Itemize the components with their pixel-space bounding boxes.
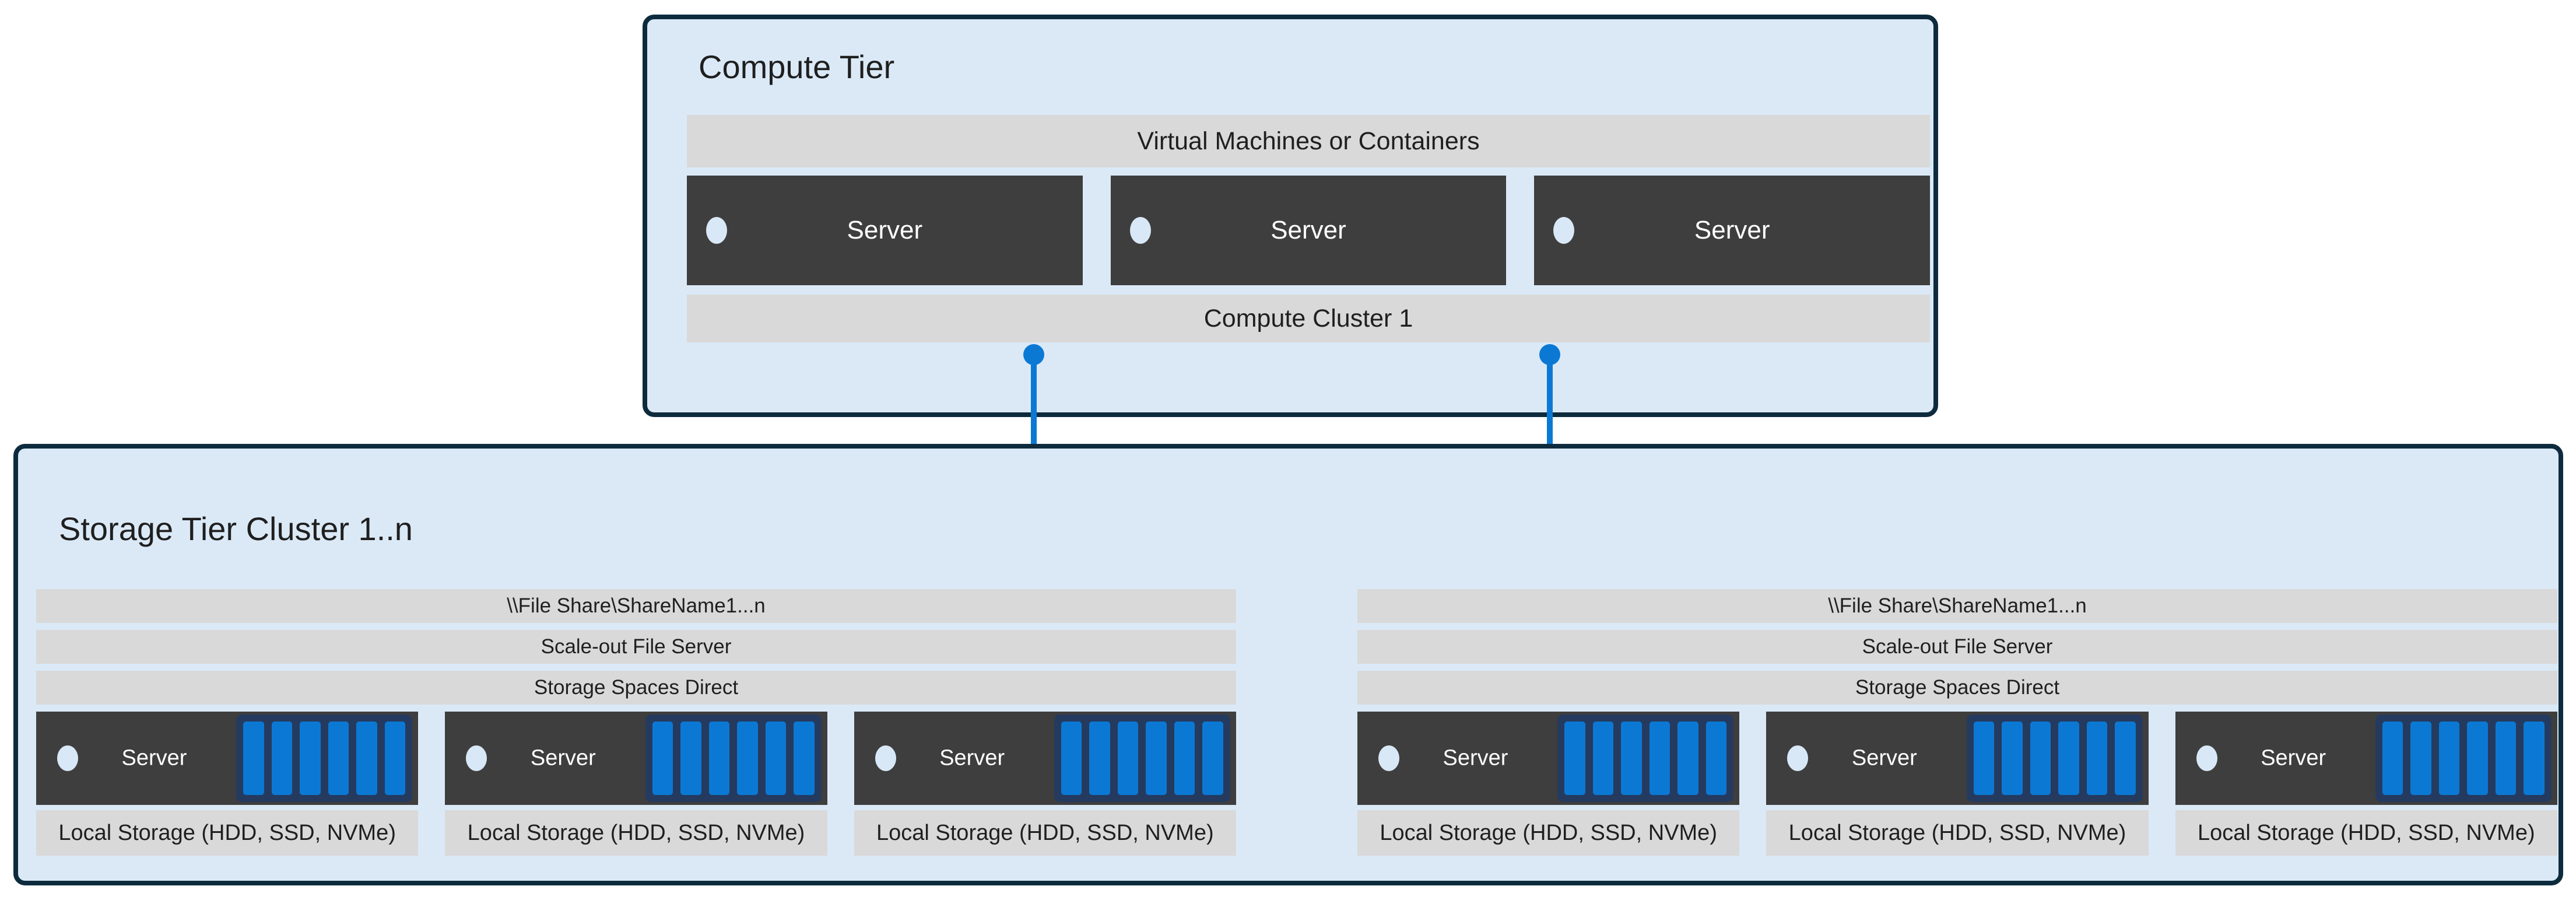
server-box: Server — [1110, 176, 1507, 285]
server-indicator-icon — [706, 217, 727, 244]
storage-cluster: \\File Share\ShareName1...n Scale-out Fi… — [36, 589, 1236, 860]
server-label: Server — [847, 216, 923, 244]
scale-out-file-server-bar-label: Scale-out File Server — [1862, 635, 2053, 658]
server-box: Server — [854, 712, 1236, 805]
storage-tier-title: Storage Tier Cluster 1..n — [59, 510, 413, 547]
disk-array-icon — [1966, 715, 2143, 802]
file-share-bar: \\File Share\ShareName1...n — [36, 589, 1236, 623]
file-share-bar-label: \\File Share\ShareName1...n — [1828, 594, 2087, 617]
virtual-machines-bar: Virtual Machines or Containers — [687, 115, 1930, 167]
server-indicator-icon — [1378, 745, 1399, 771]
scale-out-file-server-bar: Scale-out File Server — [1357, 630, 2557, 664]
server-box: Server — [1357, 712, 1740, 805]
storage-cluster: \\File Share\ShareName1...n Scale-out Fi… — [1357, 589, 2557, 860]
server-label: Server — [1851, 745, 1917, 771]
local-storage-bar: Local Storage (HDD, SSD, NVMe) — [1357, 810, 1740, 856]
storage-spaces-direct-bar: Storage Spaces Direct — [36, 671, 1236, 705]
server-box: Server — [687, 176, 1083, 285]
storage-server-row: Server Server Server — [36, 712, 1236, 805]
storage-server-row: Server Server Server — [1357, 712, 2557, 805]
server-box: Server — [1766, 712, 2149, 805]
server-label: Server — [1443, 745, 1508, 771]
storage-spaces-direct-bar-label: Storage Spaces Direct — [1855, 676, 2060, 699]
local-storage-bar: Local Storage (HDD, SSD, NVMe) — [445, 810, 827, 856]
connector-dot — [1539, 344, 1560, 365]
server-box: Server — [445, 712, 827, 805]
local-storage-bar: Local Storage (HDD, SSD, NVMe) — [854, 810, 1236, 856]
scale-out-file-server-bar-label: Scale-out File Server — [541, 635, 732, 658]
server-indicator-icon — [466, 745, 487, 771]
compute-tier-title: Compute Tier — [699, 48, 895, 85]
disk-array-icon — [645, 715, 822, 802]
server-indicator-icon — [57, 745, 78, 771]
compute-tier-panel: Compute Tier Virtual Machines or Contain… — [643, 15, 1938, 417]
server-label: Server — [939, 745, 1005, 771]
local-storage-bar: Local Storage (HDD, SSD, NVMe) — [1766, 810, 2149, 856]
server-indicator-icon — [1129, 217, 1151, 244]
server-label: Server — [1271, 216, 1346, 244]
disk-array-icon — [1054, 715, 1230, 802]
local-storage-bar: Local Storage (HDD, SSD, NVMe) — [36, 810, 419, 856]
scale-out-file-server-bar: Scale-out File Server — [36, 630, 1236, 664]
server-indicator-icon — [1553, 217, 1575, 244]
server-label: Server — [121, 745, 187, 771]
connector-dot — [1023, 344, 1044, 365]
server-label: Server — [1694, 216, 1770, 244]
storage-tier-panel: Storage Tier Cluster 1..n \\File Share\S… — [13, 444, 2563, 885]
connector-line — [1031, 351, 1037, 471]
server-label: Server — [530, 745, 596, 771]
compute-cluster-bar: Compute Cluster 1 — [687, 295, 1930, 342]
compute-cluster-bar-label: Compute Cluster 1 — [1203, 304, 1413, 332]
storage-spaces-direct-bar-label: Storage Spaces Direct — [534, 676, 739, 699]
file-share-bar-label: \\File Share\ShareName1...n — [507, 594, 766, 617]
storage-spaces-direct-bar: Storage Spaces Direct — [1357, 671, 2557, 705]
server-box: Server — [36, 712, 419, 805]
server-indicator-icon — [875, 745, 896, 771]
server-indicator-icon — [1787, 745, 1809, 771]
file-share-bar: \\File Share\ShareName1...n — [1357, 589, 2557, 623]
disk-array-icon — [2375, 715, 2552, 802]
virtual-machines-bar-label: Virtual Machines or Containers — [1137, 127, 1480, 155]
server-indicator-icon — [2196, 745, 2217, 771]
server-label: Server — [2261, 745, 2326, 771]
local-storage-row: Local Storage (HDD, SSD, NVMe) Local Sto… — [36, 810, 1236, 856]
connector-line — [1547, 351, 1553, 471]
server-box: Server — [1534, 176, 1931, 285]
local-storage-row: Local Storage (HDD, SSD, NVMe) Local Sto… — [1357, 810, 2557, 856]
disk-array-icon — [236, 715, 413, 802]
disk-array-icon — [1557, 715, 1734, 802]
local-storage-bar: Local Storage (HDD, SSD, NVMe) — [2175, 810, 2557, 856]
server-box: Server — [2175, 712, 2557, 805]
compute-server-row: Server Server Server — [687, 176, 1931, 285]
